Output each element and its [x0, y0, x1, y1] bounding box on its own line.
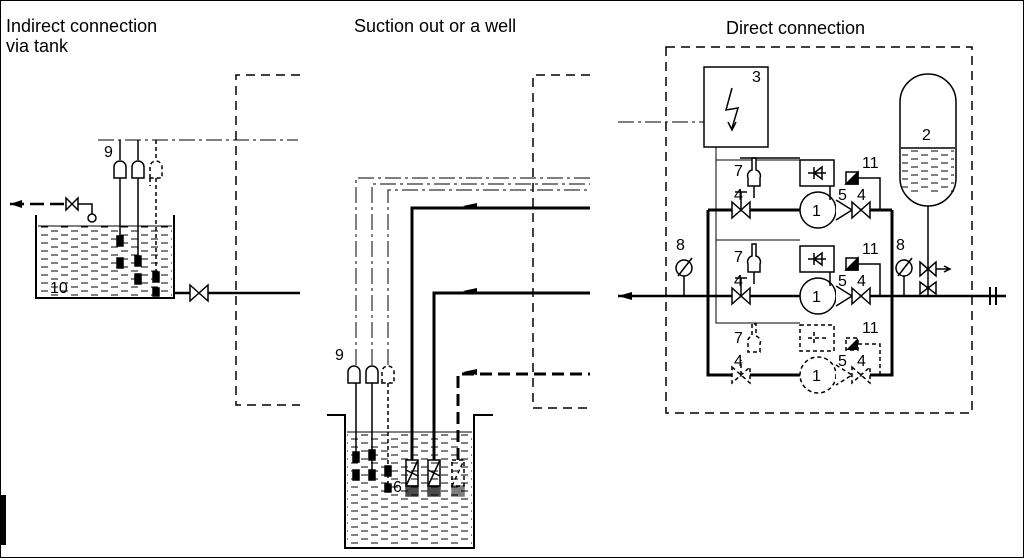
float-valve-icon [65, 196, 79, 212]
section-indirect [10, 74, 300, 406]
label-sensor-3: 11 [862, 320, 879, 337]
lightning-icon [724, 87, 740, 129]
pump-row-3 [731, 323, 881, 394]
well-level-switches [347, 365, 395, 493]
outlet-valve-icon [189, 283, 209, 303]
label-gauge-right: 8 [896, 237, 905, 254]
label-sensor-2: 11 [862, 241, 879, 258]
label-level-switch-well: 9 [335, 347, 344, 364]
building-outline-3 [665, 46, 973, 414]
title-direct-connection: Direct connection [726, 18, 866, 38]
building-outline-2 [532, 74, 590, 409]
label-valve-3: 4 [734, 353, 743, 370]
flow-arrow-icon [463, 203, 477, 209]
well [327, 414, 493, 549]
title-suction-well: Suction out or a well [354, 16, 517, 36]
label-valve-1b: 4 [857, 187, 866, 204]
controller-box [703, 66, 769, 148]
inlet-arrow-icon [618, 292, 632, 300]
pump-row-1 [708, 157, 892, 229]
label-sensor-1: 11 [862, 155, 879, 172]
label-check-valve-1: 5 [838, 187, 847, 204]
label-pressure-switch-2: 7 [734, 249, 743, 266]
label-pump-2: 1 [812, 289, 821, 306]
label-controller: 3 [752, 69, 761, 86]
section-direct [618, 46, 1006, 414]
building-outline [235, 74, 300, 406]
inlet-arrow-icon [10, 200, 22, 208]
label-pressure-switch-3: 7 [734, 330, 743, 347]
foot-valves [405, 459, 465, 497]
label-reservoir: 10 [50, 280, 68, 297]
label-pump-3: 1 [812, 368, 821, 385]
flow-arrow-icon [463, 288, 477, 294]
label-gauge-left: 8 [676, 237, 685, 254]
label-valve-2b: 4 [857, 273, 866, 290]
level-switches [113, 140, 163, 297]
reservoir-tank [35, 215, 175, 299]
label-check-valve-2: 5 [838, 273, 847, 290]
label-valve-2: 4 [734, 273, 743, 290]
page-margin-bar [0, 495, 6, 545]
label-pressure-switch-1: 7 [734, 163, 743, 180]
label-check-valve-3: 5 [838, 353, 847, 370]
label-pump-1: 1 [812, 203, 821, 220]
pressure-tank [899, 73, 957, 296]
label-pressure-tank: 2 [922, 127, 931, 144]
flow-arrow-icon [463, 369, 477, 375]
title-indirect-connection: Indirect connection via tank [6, 16, 158, 56]
pressure-gauges [675, 257, 913, 296]
label-valve-3b: 4 [857, 353, 866, 370]
label-valve-1: 4 [734, 187, 743, 204]
tank-water [38, 226, 172, 296]
section-well [327, 74, 590, 549]
pump-row-2 [731, 243, 881, 315]
float-icon [87, 213, 97, 223]
label-level-switch: 9 [104, 144, 113, 161]
label-foot-valve: 6 [393, 479, 402, 496]
